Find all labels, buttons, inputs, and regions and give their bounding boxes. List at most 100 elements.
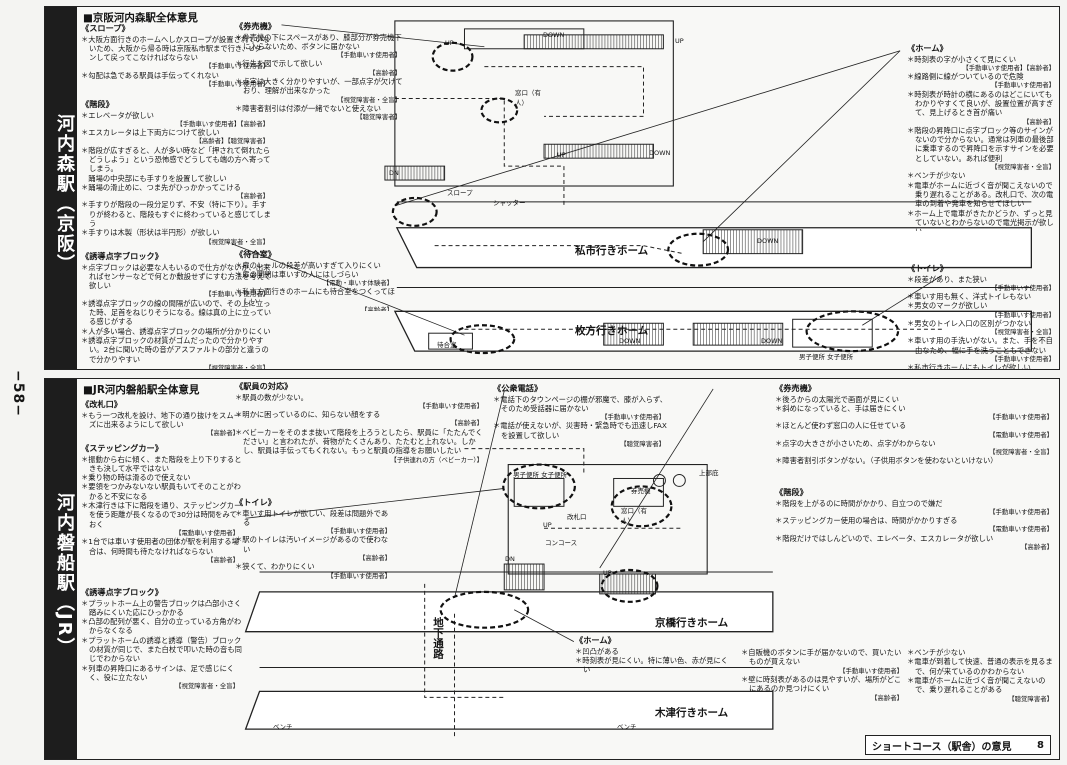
station-sidebar: 河内森駅（京阪）	[45, 7, 77, 369]
comment-line: ＊扉のレールの段差が高いすぎて入りにくい	[235, 260, 381, 270]
respondent-tag: 【手動車いす使用者】	[327, 571, 391, 580]
highlight-ellipse	[449, 324, 516, 355]
comment-line: ＊踊場の滑止めに、つま先がひっかかってこける	[81, 182, 241, 192]
comment-line: ＊駅員の数が少ない。	[235, 392, 308, 402]
map-label: ベンチ	[273, 723, 293, 731]
kawachimori-panel: 河内森駅（京阪） ■京阪河内森駅全体意見	[44, 6, 1060, 370]
map-label: 上部庇	[699, 469, 719, 477]
comment-block: 《トイレ》＊車いす用トイレが欲しい、段差は問題外である【手動車いす使用者】＊駅の…	[235, 497, 395, 589]
comment-line: ＊もう一つ改札を設け、地下の通り抜けをスムーズに出来るようにして欲しい	[81, 410, 241, 429]
map-label: UP	[445, 39, 454, 47]
respondent-tag: 【手動車いす使用者】	[419, 401, 483, 410]
comment-line: ＊障害者割引ボタンがない。（子供用ボタンを使わないといけない）	[775, 456, 998, 466]
respondent-tag: 【高齢者】	[207, 555, 239, 564]
respondent-tag: 【視覚障害者・全盲】	[205, 363, 269, 369]
comment-block: 《トイレ》＊段差があり、また狭い【手動車いす使用者】＊車いす用も無く、洋式トイレ…	[907, 263, 1059, 369]
map-label: 男子便所 女子便所	[513, 471, 568, 479]
map-label: UP	[603, 569, 612, 577]
respondent-tag: 【高齢者】	[871, 693, 903, 702]
comment-line: ＊電車が到着して快速、普通の表示を見るまで、何が来ているのかわからない	[907, 657, 1053, 676]
comment-block: 《スロープ》＊大阪方面行きのホームへしかスロープが設置されていないため、大阪から…	[81, 23, 273, 99]
map-label: 改札口	[567, 513, 587, 521]
highlight-ellipse	[439, 590, 530, 629]
map-label: DOWN	[619, 337, 641, 345]
panel-title: ■JR河内磐船駅全体意見	[83, 384, 200, 396]
comment-line: ＊階段の昇降口に点字ブロック等のサインがないので分からない。通常は列車の最後部に…	[907, 125, 1054, 163]
respondent-tag: 【電動車いす使用者】	[175, 529, 239, 538]
comment-line: ＊1台では車いす使用者の団体が駅を利用する場合は、何時間も待たなければならない	[81, 537, 239, 556]
map-label: DOWN	[757, 237, 779, 245]
page-mark: −58−	[10, 370, 26, 417]
comment-line: ＊私市方面行きのホームにも待合室をつくってほしい	[235, 287, 395, 306]
respondent-tag: 【高齢者】	[1021, 542, 1053, 551]
respondent-tag: 【手動車いす使用者】	[601, 413, 665, 422]
footer-title: ショートコース（駅舎）の意見	[872, 741, 1012, 753]
respondent-tag: 【電動・車いす体験者】	[322, 279, 393, 288]
comment-line: ＊行先を図で示して欲しい	[235, 59, 323, 69]
respondent-tag: 【手動車いす使用者】	[205, 62, 269, 71]
comment-block: 《ホーム》＊凹凸がある＊時刻表が見にくい。特に薄い色、赤が見にくい	[575, 635, 735, 677]
map-label: 男子便所 女子便所	[799, 353, 854, 361]
comment-line: ＊車いす用トイレが欲しい、段差は問題外である	[235, 508, 389, 527]
comment-line: ＊線路側に線がついているので危険	[907, 72, 1024, 82]
platform-label: 私市行きホーム	[575, 245, 649, 257]
comment-line: ＊男女のトイレ入口の区別がつかない	[907, 318, 1032, 328]
comment-line: ＊斜めになっていると、手は届きにくい	[775, 403, 906, 413]
comment-block: 《階段》＊エレベータが欲しい【手動車いす使用者】【高齢者】＊エスカレータは上下両…	[81, 99, 273, 251]
highlight-ellipse	[667, 232, 730, 267]
comment-line: ＊ステッピングカー使用の場合は、時間がかかりすぎる	[775, 516, 958, 526]
map-label: UP	[543, 521, 552, 529]
kawachi-iwafune-panel: 河内磐船駅（JR） ■JR河内磐船駅全体意見	[44, 378, 1060, 760]
respondent-tag: 【手動車いす使用者】	[205, 290, 269, 299]
comment-line: ＊壁に時刻表があるのは見やすいが、場所がどこにあるのか見つけにくい	[741, 674, 902, 694]
comment-line: ＊エレベータが欲しい	[81, 110, 154, 120]
respondent-tag: 【高齢者】	[1023, 117, 1055, 126]
comment-block: 《ホーム》＊時刻表の字が小さくて見にくい【手動車いす使用者】【高齢者】＊線路側に…	[907, 43, 1059, 231]
map-label: DOWN	[543, 31, 565, 39]
respondent-tag: 【電動車いす使用者】	[989, 430, 1053, 439]
comment-line: ＊ベンチが少ない	[907, 171, 966, 181]
comment-line: ＊誘導点字ブロックの線の間隔が広いので、その上に立った時、足首をねじりそうになる…	[81, 298, 272, 327]
respondent-tag: 【手動車いす使用者】	[991, 283, 1055, 292]
respondent-tag: 【視覚障害者・全盲】	[991, 163, 1055, 172]
station-sidebar: 河内磐船駅（JR）	[45, 379, 77, 759]
comment-line: ＊券売機の下にスペースがあり、膝部分が券売機下に入らないため、ボタンに届かない	[235, 32, 402, 51]
respondent-tag: 【高齢者】	[361, 306, 393, 311]
comment-line: ＊木津行きは下に階段を通り、ステッピングカーを使う距離が長くなるので30分は時間…	[81, 501, 242, 529]
footer-page: 8	[1037, 739, 1044, 751]
respondent-tag: 【高齢者】	[451, 419, 483, 428]
comment-line: ＊男女のマークが欲しい	[907, 301, 988, 311]
panel-title: ■京阪河内森駅全体意見	[83, 12, 198, 24]
comment-line: ＊点字の大きさが小さいため、点字がわからない	[775, 438, 936, 448]
comment-block: 《改札口》＊もう一つ改札を設け、地下の通り抜けをスムーズに出来るようにして欲しい…	[81, 399, 243, 441]
comment-line: ＊車いす用の手洗いがない。また、手を不自由なため、幅に手を洗うこともできない	[907, 336, 1053, 355]
respondent-tag: 【高齢者】	[207, 429, 239, 438]
comment-line: ＊私市行きホームにもトイレが欲しい	[907, 363, 1031, 369]
comment-line: ＊時刻表が見にくい。特に薄い色、赤が見にくい	[575, 655, 728, 675]
comment-block: 《公衆電話》＊電話下のタウンページの棚が邪魔で、膝が入らず、そのため受話器に届か…	[493, 383, 668, 448]
respondent-tag: 【電動車いす使用者】	[989, 525, 1053, 534]
comment-block: 《ステッピングカー》＊振動から右に傾く、また階段を上り下りするときも決して水平で…	[81, 443, 242, 564]
map-label: 窓口（有人）	[621, 507, 647, 525]
respondent-tag: 【聴覚障害者】	[1008, 694, 1053, 703]
map-label: UP	[675, 37, 684, 45]
comment-block: 《誘導点字ブロック》＊プラットホーム上の警告ブロックは凸部小さく踏みにくいた応に…	[81, 587, 242, 691]
comment-block: 《待合室》＊扉のレールの段差が高いすぎて入りにくい＊扉の開閉は車いすの人にはしづ…	[235, 249, 397, 311]
comment-line: ＊列車の昇降口にあるサインは、足で感じにくく、役に立たない	[81, 663, 235, 683]
respondent-tag: 【視覚障害者・全盲】	[991, 328, 1055, 337]
respondent-tag: 【手動車いす使用者】	[991, 310, 1055, 319]
comment-line: ＊電車がホームに近づく音が聞こえないので乗り遅れることがある。改札口で、次の電車…	[907, 180, 1054, 209]
respondent-tag: 【手動車いす使用者】	[337, 51, 401, 60]
platform-label: 枚方行きホーム	[575, 325, 649, 337]
comment-line: ＊時刻表が時計の横にあるのはどこにいてもわかりやすくて良いが、設置位置が高すぎて…	[907, 89, 1054, 118]
platform-label: 京橋行きホーム	[655, 617, 729, 629]
comment-line: ＊駅のトイレは汚いイメージがあるので使わない	[235, 535, 389, 554]
respondent-tag: 【高齢者】	[237, 192, 269, 201]
respondent-tag: 【手動車いす使用者】	[989, 413, 1053, 422]
respondent-tag: 【視覚障害者・全盲】	[175, 682, 239, 691]
respondent-tag: 【高齢者】【聴覚障害者】	[195, 137, 270, 146]
respondent-tag: 【手動車いす使用者】	[991, 355, 1055, 364]
comment-line: ＊プラットホーム上の警告ブロックは凸部小さく踏みにくいた応にひっかかる	[81, 598, 242, 617]
map-label: 券売機	[631, 487, 651, 495]
map-label: シャッター	[493, 199, 526, 207]
